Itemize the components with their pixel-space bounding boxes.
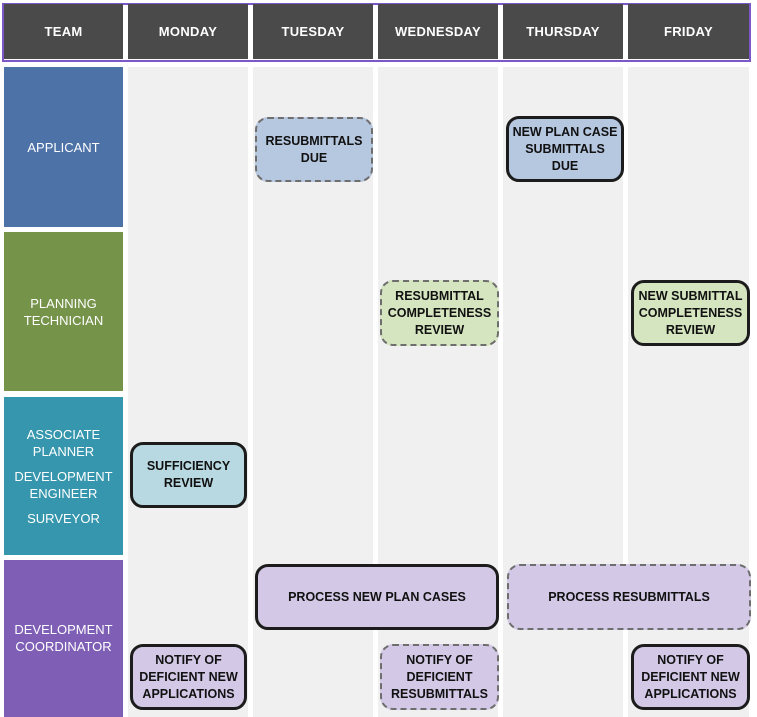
task-new-plan-case-submittals-due: NEW PLAN CASE SUBMITTALS DUE (506, 116, 624, 182)
column-monday (128, 67, 248, 717)
task-resubmittal-completeness-line-1: RESUBMITTAL (395, 288, 484, 303)
header-tuesday: TUESDAY (253, 4, 373, 59)
task-notify-resubmittals-line-2: DEFICIENT (406, 669, 473, 684)
task-new-submittal-completeness-review: NEW SUBMITTAL COMPLETENESS REVIEW (631, 280, 750, 346)
team-applicant: APPLICANT (4, 67, 123, 227)
team-planning-technician-line-2: TECHNICIAN (23, 312, 104, 328)
header-monday: MONDAY (128, 4, 248, 59)
task-process-new-plan-cases: PROCESS NEW PLAN CASES (255, 564, 499, 630)
task-new-plan-case-line-3: DUE (551, 158, 579, 173)
task-process-resubmittals: PROCESS RESUBMITTALS (507, 564, 751, 630)
task-sufficiency-review: SUFFICIENCY REVIEW (130, 442, 247, 508)
task-notify-friday-line-2: DEFICIENT NEW (641, 669, 740, 684)
task-notify-deficient-new-applications-friday: NOTIFY OF DEFICIENT NEW APPLICATIONS (631, 644, 750, 710)
task-new-submittal-completeness-line-2: COMPLETENESS (638, 305, 743, 320)
team-development-coordinator: DEVELOPMENT COORDINATOR (4, 560, 123, 717)
task-notify-resubmittals-line-1: NOTIFY OF (406, 652, 473, 667)
task-notify-monday-line-1: NOTIFY OF (155, 652, 222, 667)
team-surveyor-label: SURVEYOR (27, 510, 100, 526)
task-process-resubmittals-label: PROCESS RESUBMITTALS (548, 589, 710, 604)
task-notify-monday-line-3: APPLICATIONS (142, 686, 235, 701)
task-new-submittal-completeness-line-1: NEW SUBMITTAL (638, 288, 743, 303)
task-resubmittals-due: RESUBMITTALS DUE (255, 117, 373, 182)
task-notify-friday-line-1: NOTIFY OF (657, 652, 724, 667)
team-associate-group: ASSOCIATE PLANNER DEVELOPMENT ENGINEER S… (4, 397, 123, 555)
team-applicant-label: APPLICANT (27, 139, 100, 155)
task-notify-monday-line-2: DEFICIENT NEW (139, 669, 238, 684)
task-new-submittal-completeness-line-3: REVIEW (665, 322, 716, 337)
task-notify-deficient-new-applications-monday: NOTIFY OF DEFICIENT NEW APPLICATIONS (130, 644, 247, 710)
task-resubmittals-due-line-2: DUE (300, 151, 328, 165)
task-new-plan-case-line-1: NEW PLAN CASE (512, 124, 618, 139)
team-development-coordinator-line-2: COORDINATOR (15, 639, 112, 654)
team-planning-technician: PLANNING TECHNICIAN (4, 232, 123, 391)
team-development-coordinator-line-1: DEVELOPMENT (14, 622, 113, 637)
task-notify-deficient-resubmittals: NOTIFY OF DEFICIENT RESUBMITTALS (380, 644, 499, 710)
task-new-plan-case-line-2: SUBMITTALS (525, 141, 605, 156)
header-thursday: THURSDAY (503, 4, 623, 59)
task-notify-resubmittals-line-3: RESUBMITTALS (391, 686, 488, 701)
task-process-new-plan-cases-label: PROCESS NEW PLAN CASES (288, 589, 466, 604)
task-resubmittals-due-line-1: RESUBMITTALS (265, 134, 363, 148)
task-resubmittal-completeness-line-3: REVIEW (414, 322, 465, 337)
team-development-engineer-line-1: DEVELOPMENT (14, 468, 113, 484)
header-friday: FRIDAY (628, 4, 749, 59)
task-resubmittal-completeness-line-2: COMPLETENESS (387, 305, 492, 320)
task-resubmittal-completeness-review: RESUBMITTAL COMPLETENESS REVIEW (380, 280, 499, 346)
team-associate-planner-line-1: ASSOCIATE (26, 426, 101, 442)
header-team: TEAM (4, 4, 123, 59)
team-associate-planner-line-2: PLANNER (32, 443, 95, 459)
team-planning-technician-line-1: PLANNING (30, 295, 97, 311)
team-development-engineer-line-2: ENGINEER (29, 485, 98, 501)
task-sufficiency-review-line-1: SUFFICIENCY (146, 459, 231, 473)
task-notify-friday-line-3: APPLICATIONS (644, 686, 737, 701)
header-wednesday: WEDNESDAY (378, 4, 498, 59)
header-bar (2, 3, 751, 62)
task-sufficiency-review-line-2: REVIEW (163, 476, 214, 490)
